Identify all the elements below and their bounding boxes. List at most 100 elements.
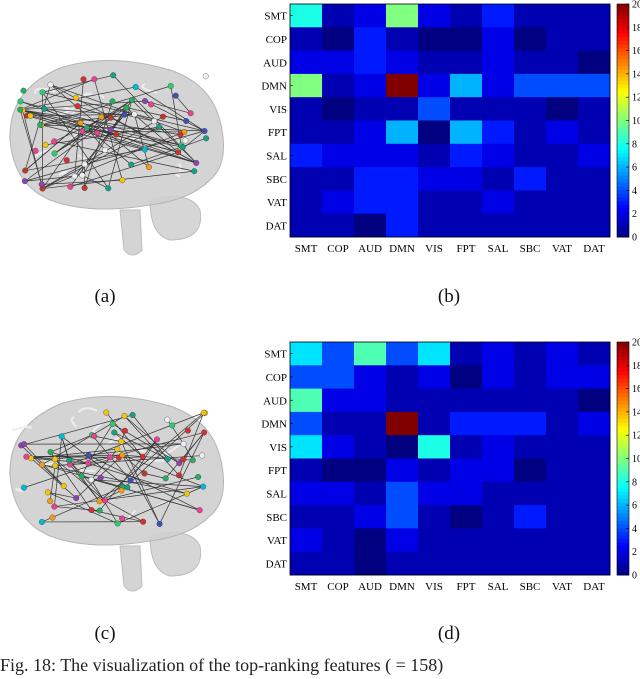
heatmap-cell bbox=[546, 481, 579, 506]
colorbar-tick-label: 4 bbox=[632, 186, 637, 197]
heatmap-cell bbox=[322, 143, 355, 168]
heatmap-cell bbox=[418, 97, 451, 121]
heatmap-cell bbox=[450, 190, 483, 215]
colorbar-segment bbox=[617, 193, 629, 198]
x-tick-label: COP bbox=[327, 243, 348, 255]
colorbar-segment bbox=[617, 534, 629, 540]
colorbar-segment bbox=[617, 483, 629, 489]
network-edge bbox=[50, 84, 185, 133]
heatmap-cell bbox=[386, 167, 419, 191]
network-edge bbox=[41, 113, 135, 126]
network-node bbox=[121, 427, 128, 434]
colorbar-segment bbox=[617, 458, 629, 463]
colorbar-tick-label: 12 bbox=[632, 93, 640, 104]
y-tick-label: DMN bbox=[261, 419, 287, 431]
colorbar-segment bbox=[617, 509, 629, 514]
network-edge bbox=[50, 451, 188, 494]
colorbar-segment bbox=[617, 149, 629, 154]
network-edge bbox=[41, 124, 205, 132]
y-tick-label: FPT bbox=[268, 465, 287, 477]
colorbar-segment bbox=[617, 98, 629, 103]
heatmap-cell bbox=[290, 551, 323, 576]
x-tick-label: AUD bbox=[358, 243, 382, 255]
network-edge bbox=[20, 101, 197, 164]
network-node bbox=[151, 118, 158, 125]
heatmap-cell bbox=[418, 365, 451, 389]
network-node bbox=[121, 111, 128, 118]
heatmap-cell bbox=[450, 551, 483, 576]
network-edge bbox=[42, 126, 160, 189]
network-node bbox=[103, 409, 110, 416]
network-node bbox=[51, 138, 58, 145]
heatmap-cell bbox=[546, 528, 579, 553]
heatmap-cell bbox=[354, 73, 387, 98]
heatmap-cell bbox=[418, 411, 451, 436]
network-node bbox=[41, 105, 48, 112]
colorbar-segment bbox=[617, 429, 629, 434]
colorbar-tick-label: 20 bbox=[632, 0, 640, 11]
network-node bbox=[91, 76, 98, 83]
colorbar-segment bbox=[617, 84, 629, 89]
heatmap-cell bbox=[546, 551, 579, 576]
network-edge bbox=[126, 107, 187, 122]
network-node bbox=[119, 177, 126, 184]
heatmap-cell bbox=[290, 27, 323, 51]
heatmap-cell bbox=[514, 435, 547, 459]
heatmap-cell bbox=[482, 551, 515, 576]
heatmap-cell bbox=[482, 143, 515, 168]
network-node bbox=[22, 167, 29, 174]
heatmap-cell bbox=[578, 365, 611, 389]
network-node bbox=[179, 144, 186, 151]
colorbar-segment bbox=[617, 102, 629, 107]
colorbar-segment bbox=[617, 44, 629, 49]
heatmap-cell bbox=[578, 50, 611, 75]
colorbar-segment bbox=[617, 116, 629, 121]
colorbar-segment bbox=[617, 178, 629, 183]
network-node bbox=[21, 178, 28, 185]
heatmap-cell bbox=[354, 4, 387, 28]
network-edge bbox=[41, 85, 171, 126]
heatmap-cell bbox=[354, 50, 387, 75]
colorbar-segment bbox=[617, 69, 629, 74]
heatmap-cell bbox=[578, 120, 611, 145]
colorbar-tick-label: 14 bbox=[632, 407, 640, 418]
colorbar-segment bbox=[617, 54, 629, 60]
network-node bbox=[139, 453, 146, 460]
heatmap-cell bbox=[322, 365, 355, 389]
network-edge bbox=[26, 115, 197, 164]
network-edge bbox=[122, 454, 145, 474]
network-edge bbox=[70, 151, 179, 188]
colorbar-segment bbox=[617, 135, 629, 140]
colorbar-segment bbox=[617, 164, 629, 169]
colorbar-segment bbox=[617, 440, 629, 445]
heatmap-cell bbox=[386, 458, 419, 483]
colorbar-segment bbox=[617, 120, 629, 125]
heatmap-cell bbox=[290, 458, 323, 483]
network-node bbox=[111, 429, 118, 436]
network-node bbox=[51, 150, 58, 157]
heatmap-cell bbox=[546, 4, 579, 28]
network-node bbox=[167, 83, 174, 89]
colorbar-segment bbox=[617, 451, 629, 456]
network-edge bbox=[22, 110, 43, 189]
network-edge bbox=[122, 454, 204, 487]
colorbar-segment bbox=[617, 454, 629, 459]
network-node bbox=[119, 515, 126, 522]
heatmap-cell bbox=[322, 4, 355, 28]
colorbar-segment bbox=[617, 25, 629, 30]
network-node bbox=[66, 457, 73, 464]
colorbar-segment bbox=[617, 65, 629, 71]
heatmap-cell bbox=[578, 190, 611, 215]
colorbar-segment bbox=[617, 124, 629, 129]
heatmap-cell bbox=[354, 27, 387, 51]
x-tick-label: DAT bbox=[583, 581, 605, 593]
colorbar-segment bbox=[617, 524, 629, 529]
heatmap-cell bbox=[578, 528, 611, 553]
heatmap-cell bbox=[514, 551, 547, 576]
network-node bbox=[132, 84, 139, 90]
colorbar-segment bbox=[617, 36, 629, 41]
heatmap-cell bbox=[322, 50, 355, 75]
heatmap-cell bbox=[418, 435, 451, 459]
heatmap-cell bbox=[578, 97, 611, 121]
x-tick-label: VIS bbox=[425, 581, 443, 593]
